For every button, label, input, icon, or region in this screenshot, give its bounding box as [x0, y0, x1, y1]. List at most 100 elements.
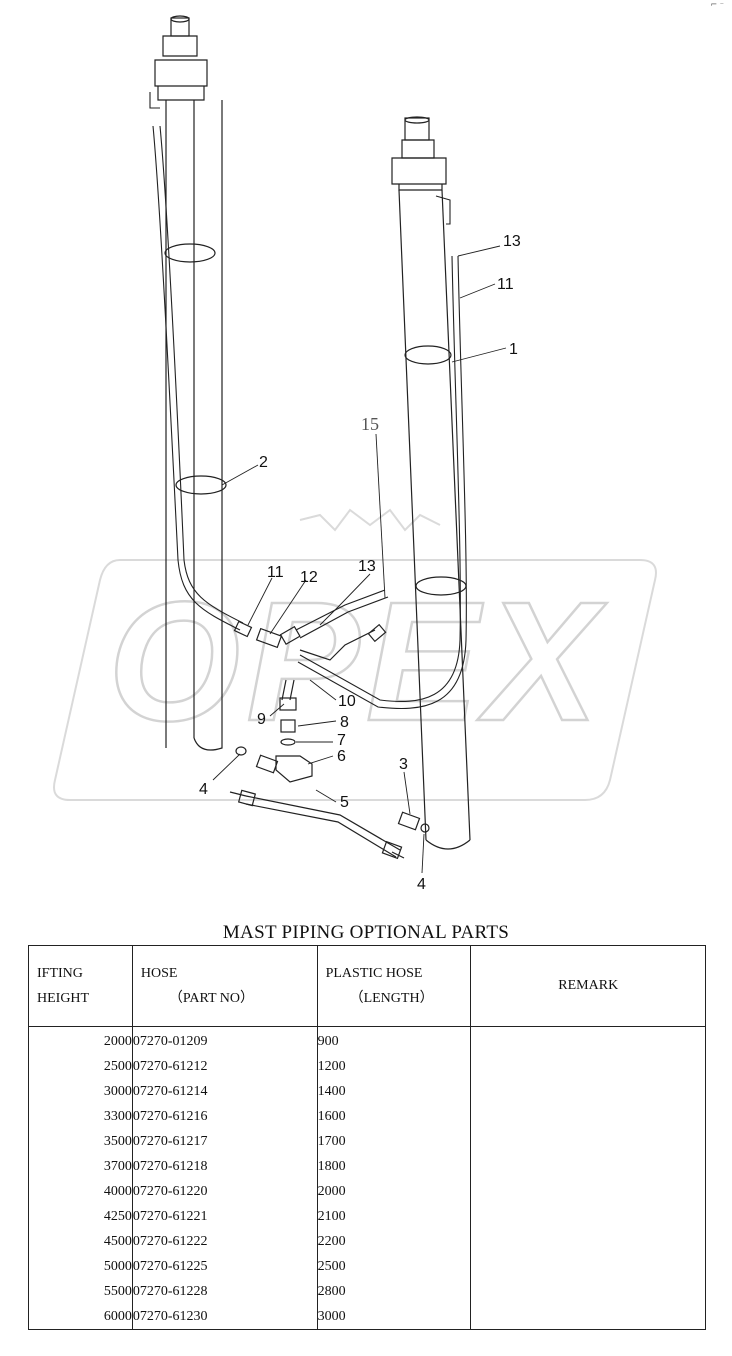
remark-cell — [470, 1254, 706, 1279]
plastic-hose-length-cell: 2800 — [316, 1279, 472, 1304]
lifting-height-cell: 2000 — [28, 1026, 133, 1054]
plastic-hose-length-cell: 1200 — [316, 1054, 472, 1079]
remark-cell — [470, 1154, 706, 1179]
header-plastic-hose: PLASTIC HOSE （LENGTH） — [316, 945, 472, 1027]
remark-cell — [470, 1304, 706, 1330]
callout-8: 8 — [340, 714, 349, 731]
lifting-height-cell: 3500 — [28, 1129, 133, 1154]
hose-part-no-cell: 07270-61214 — [131, 1079, 318, 1104]
lifting-height-cell: 3300 — [28, 1104, 133, 1129]
remark-cell — [470, 1104, 706, 1129]
callout-12: 12 — [300, 569, 318, 586]
callout-9: 9 — [257, 711, 266, 728]
right-hose — [297, 195, 467, 710]
plastic-hose-length-cell: 2000 — [316, 1179, 472, 1204]
hose-part-no-cell: 07270-61216 — [131, 1104, 318, 1129]
parts-table: IFTING HEIGHT HOSE （PART NO） PLASTIC HOS… — [28, 945, 706, 1330]
hose-part-no-cell: 07270-61212 — [131, 1054, 318, 1079]
callout-11-upper: 11 — [497, 276, 514, 293]
lifting-height-cell: 2500 — [28, 1054, 133, 1079]
header-plastic-hose-line2: （LENGTH） — [349, 991, 434, 1006]
lifting-height-cell: 4000 — [28, 1179, 133, 1204]
header-lifting-height-line2: HEIGHT — [37, 991, 90, 1006]
watermark-text: OPEX — [108, 567, 607, 757]
remark-cell — [470, 1026, 706, 1054]
lifting-height-cell: 5000 — [28, 1254, 133, 1279]
plastic-hose-length-cell: 2500 — [316, 1254, 472, 1279]
header-plastic-hose-line1: PLASTIC HOSE — [325, 966, 423, 981]
callout-14: 13 — [503, 233, 521, 250]
remark-cell — [470, 1279, 706, 1304]
remark-cell — [470, 1054, 706, 1079]
lifting-height-cell: 6000 — [28, 1304, 133, 1330]
callout-11-lower: 11 — [267, 564, 284, 581]
lifting-height-cell: 5500 — [28, 1279, 133, 1304]
remark-cell — [470, 1179, 706, 1204]
header-hose-line2: （PART NO） — [168, 991, 255, 1006]
hose-part-no-cell: 07270-61222 — [131, 1229, 318, 1254]
callout-5: 5 — [340, 794, 349, 811]
plastic-hose-length-cell: 2200 — [316, 1229, 472, 1254]
fittings-assembly — [229, 589, 430, 860]
hose-part-no-cell: 07270-61221 — [131, 1204, 318, 1229]
header-lifting-height-line1: IFTING — [37, 966, 83, 981]
header-hose: HOSE （PART NO） — [131, 945, 318, 1027]
left-hose — [149, 92, 244, 631]
lifting-height-cell: 3000 — [28, 1079, 133, 1104]
header-remark: REMARK — [470, 945, 706, 1027]
callout-3: 3 — [399, 756, 408, 773]
mast-piping-diagram: OPEX — [53, 15, 657, 893]
callout-6: 6 — [337, 748, 346, 765]
lifting-height-cell: 3700 — [28, 1154, 133, 1179]
hose-part-no-cell: 07270-61230 — [131, 1304, 318, 1330]
plastic-hose-length-cell: 1700 — [316, 1129, 472, 1154]
plastic-hose-length-cell: 3000 — [316, 1304, 472, 1330]
hose-part-no-cell: 07270-01209 — [131, 1026, 318, 1054]
lifting-height-cell: 4500 — [28, 1229, 133, 1254]
callout-7: 7 — [337, 732, 346, 749]
corner-mark: ⌐ ⁻ — [710, 0, 724, 9]
callout-2: 2 — [259, 454, 268, 471]
callout-1: 1 — [509, 341, 518, 358]
callout-13: 13 — [358, 558, 376, 575]
plastic-hose-length-cell: 1600 — [316, 1104, 472, 1129]
callouts: 13 11 1 15 2 11 12 13 10 9 8 7 6 3 4 5 4 — [199, 233, 521, 893]
remark-cell — [470, 1129, 706, 1154]
table-title: MAST PIPING OPTIONAL PARTS — [222, 922, 510, 943]
plastic-hose-length-cell: 1800 — [316, 1154, 472, 1179]
plastic-hose-length-cell: 900 — [316, 1026, 472, 1054]
header-hose-line1: HOSE — [140, 966, 178, 981]
callout-4-left: 4 — [199, 781, 208, 798]
callout-15: 15 — [361, 414, 379, 434]
opex-watermark: OPEX — [53, 508, 657, 801]
remark-cell — [470, 1229, 706, 1254]
table-header-row: IFTING HEIGHT HOSE （PART NO） PLASTIC HOS… — [28, 945, 706, 1027]
callout-10: 10 — [338, 693, 356, 710]
remark-cell — [470, 1204, 706, 1229]
callout-4-right: 4 — [417, 876, 426, 893]
remark-cell — [470, 1079, 706, 1104]
hose-part-no-cell: 07270-61228 — [131, 1279, 318, 1304]
header-lifting-height: IFTING HEIGHT — [28, 945, 133, 1027]
plastic-hose-length-cell: 1400 — [316, 1079, 472, 1104]
hose-part-no-cell: 07270-61225 — [131, 1254, 318, 1279]
lifting-height-cell: 4250 — [28, 1204, 133, 1229]
leader-lines — [212, 245, 507, 874]
hose-part-no-cell: 07270-61220 — [131, 1179, 318, 1204]
hose-part-no-cell: 07270-61218 — [131, 1154, 318, 1179]
hose-part-no-cell: 07270-61217 — [131, 1129, 318, 1154]
right-cylinder — [391, 116, 471, 850]
